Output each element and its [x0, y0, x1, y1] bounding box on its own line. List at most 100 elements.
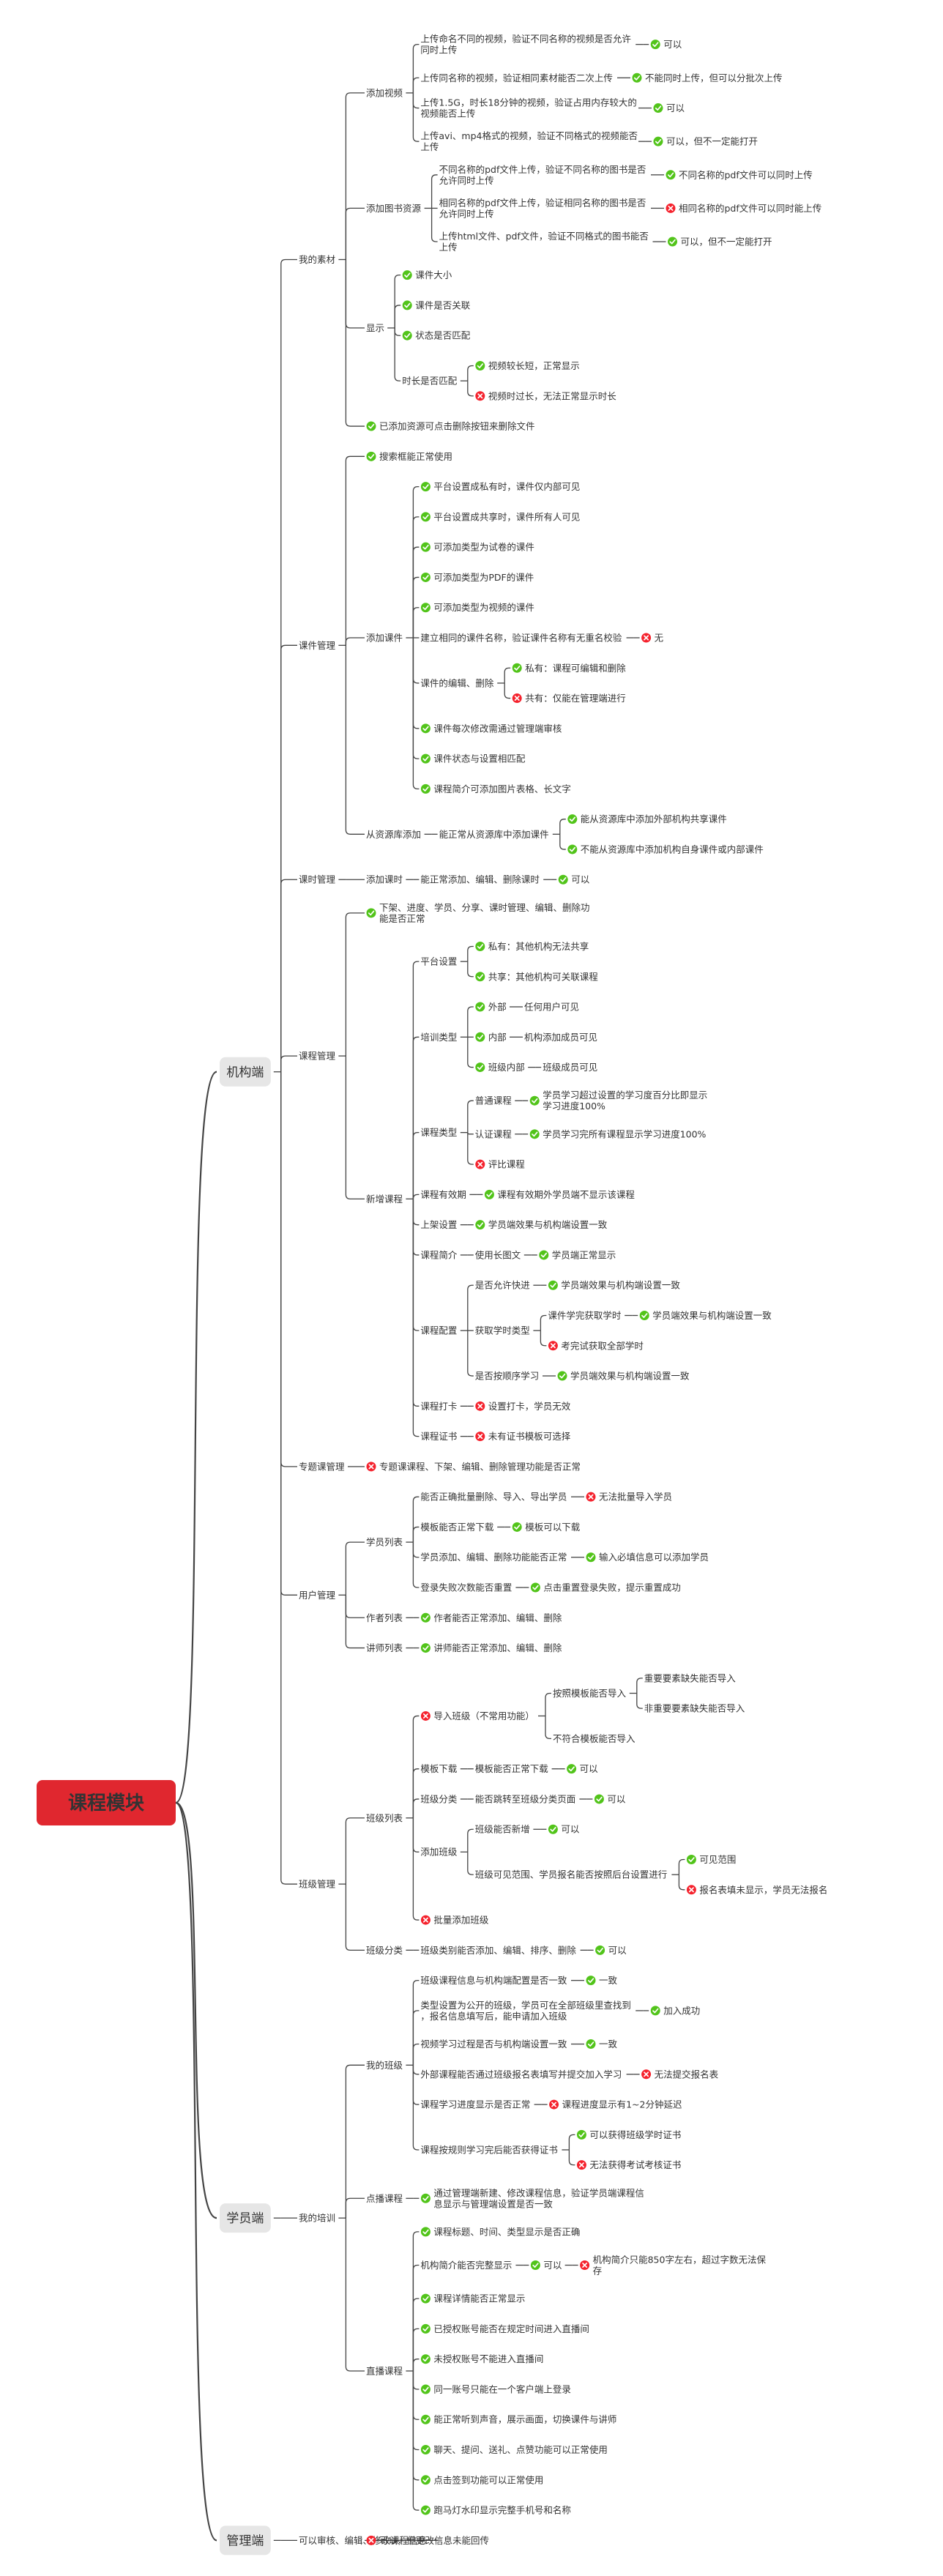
check-icon [402, 330, 412, 340]
mind-map-node: 点击重置登录失败，提示重置成功 [530, 1582, 681, 1593]
check-icon [475, 360, 485, 371]
connector-line [345, 645, 365, 835]
mind-map-node: 状态是否匹配 [402, 330, 471, 341]
check-icon [586, 2039, 596, 2050]
mind-map-node: 添加课时 [366, 874, 403, 885]
node-label: 外部 [488, 1002, 507, 1013]
mind-map-node: 模板能否正常下载 [475, 1763, 549, 1774]
mind-map-node: 共有：仅能在管理端进行 [512, 693, 626, 704]
mind-map-node: 添加视频 [366, 87, 403, 98]
mind-map-node: 共享：其他机构可关联课程 [475, 971, 598, 982]
connector-line [412, 1132, 420, 1199]
mind-map-node: 学员学习完所有课程显示学习进度100% [529, 1128, 707, 1139]
mind-map-node: 课件学完获取学时 [548, 1310, 622, 1321]
node-label: 能正常添加、编辑、删除课时 [420, 874, 540, 885]
mind-map-node: 输入必填信息可以添加学员 [586, 1552, 709, 1563]
node-label: 按照模板能否导入 [553, 1688, 627, 1699]
connector-line [345, 2064, 365, 2219]
mind-map-node: 任何用户可见 [524, 1002, 579, 1013]
node-label: 显示 [366, 322, 384, 333]
node-label: 作者列表 [366, 1612, 403, 1623]
mind-map-node: 课程详情能否正常显示 [420, 2293, 525, 2304]
connector-line [345, 637, 365, 646]
connector-line [345, 1817, 365, 1885]
node-label: 任何用户可见 [524, 1002, 579, 1013]
mind-map-node: 相同名称的pdf文件可以同时能上传 [666, 203, 821, 214]
connector-line [412, 1199, 420, 1437]
mind-map-node: 同一账号只能在一个客户端上登录 [420, 2383, 571, 2394]
check-icon [557, 1371, 567, 1381]
connector-line [412, 2065, 420, 2151]
check-icon [530, 2260, 540, 2271]
node-label: 课件的编辑、删除 [420, 677, 494, 688]
node-label: 课程管理 [299, 1051, 336, 1062]
node-label: 报名表填未显示，学员无法报名 [699, 1884, 827, 1895]
check-icon [529, 1095, 540, 1106]
mind-map-node: 非重要要素缺失能否导入 [644, 1703, 745, 1714]
connector-line [280, 1071, 297, 1596]
mind-map-node: 能正常听到声音，展示画面，切换课件与讲师 [420, 2414, 616, 2425]
check-icon [420, 542, 430, 552]
mind-map-node: 可以 [653, 103, 685, 113]
mind-map-node: 学员学习超过设置的学习度百分比即显示学习进度100% [529, 1090, 707, 1112]
mind-map-node: 新增课程 [366, 1194, 403, 1205]
mind-map-node: 平台设置成共享时，课件所有人可见 [420, 511, 580, 522]
mind-map-node: 考完试获取全部学时 [548, 1340, 644, 1351]
mind-map-node: 不能从资源库中添加机构自身课件或内部课件 [567, 844, 764, 855]
connector-line [412, 92, 420, 142]
node-label: 我的班级 [366, 2060, 403, 2071]
node-label: 外部课程能否通过班级报名表填写并提交加入学习 [420, 2069, 622, 2080]
mind-map-node: 可添加类型为试卷的课件 [420, 542, 534, 553]
cross-icon [549, 2099, 559, 2110]
node-label: 不能同时上传，但可以分批次上传 [645, 72, 783, 83]
node-label: 课程按规则学习完后能否获得证书 [420, 2145, 558, 2156]
node-label: 班级分类 [420, 1793, 458, 1804]
connector-line [412, 1036, 420, 1199]
connector-line [394, 327, 401, 336]
connector-line [540, 1330, 547, 1347]
connector-line [345, 1541, 365, 1596]
node-label: 新增课程 [366, 1194, 403, 1205]
mind-map-node: 报名表填未显示，学员无法报名 [686, 1884, 827, 1895]
node-label: 课件大小 [415, 269, 452, 280]
connector-line [412, 1199, 420, 1407]
connector-line [430, 208, 438, 242]
node-label: 同一账号只能在一个客户端上登录 [433, 2383, 571, 2394]
connector-line [345, 259, 365, 329]
node-label: 模板可以下载 [525, 1522, 581, 1533]
connector-line [545, 1716, 551, 1740]
node-label: 导入班级（不常用功能） [433, 1710, 534, 1721]
check-icon [548, 1280, 558, 1290]
mind-map-node: 相同名称的pdf文件上传，验证相同名称的图书是否允许同时上传 [439, 197, 646, 219]
node-label: 状态是否匹配 [415, 330, 471, 341]
connector-line [467, 1132, 474, 1135]
connector-line [412, 92, 420, 109]
node-label: 非重要要素缺失能否导入 [644, 1703, 745, 1714]
connector-line [394, 275, 401, 328]
root-title: 课程模块 [68, 1793, 144, 1814]
connector-line [412, 1798, 420, 1818]
node-label: 机构简介只能850字左右，超过字数无法保存 [593, 2255, 767, 2277]
node-label: 学员学习超过设置的学习度百分比即显示学习进度100% [543, 1090, 707, 1112]
check-icon [530, 1582, 540, 1593]
mind-map-node: 平台设置 [420, 956, 457, 967]
mind-map-node: 课件大小 [402, 269, 452, 280]
cross-icon [512, 693, 522, 704]
mind-map-node: 可添加类型为视频的课件 [420, 602, 534, 613]
node-label: 输入必填信息可以添加学员 [599, 1552, 709, 1563]
node-label: 建立相同的课件名称，验证课件名称有无重名校验 [420, 632, 622, 643]
connector-line [412, 485, 420, 638]
node-label: 用户管理 [299, 1590, 336, 1601]
mind-map-node: 课程简介可添加图片表格、长文字 [420, 783, 571, 794]
mind-map-node: 视频时过长，无法正常显示时长 [475, 390, 616, 401]
mind-map-node: 学员端效果与机构端设置一致 [557, 1371, 690, 1382]
mind-map-node: 添加图书资源 [366, 203, 422, 214]
node-label: 可以，但不一定能打开 [681, 237, 772, 247]
connector-line [412, 637, 420, 790]
mind-map-node: 班级分类 [420, 1793, 458, 1804]
connector-line [412, 637, 420, 684]
connector-line [412, 2370, 420, 2451]
connector-line [467, 1330, 474, 1377]
node-label: 学员端效果与机构端设置一致 [652, 1310, 772, 1321]
node-label: 培训类型 [420, 1032, 457, 1043]
